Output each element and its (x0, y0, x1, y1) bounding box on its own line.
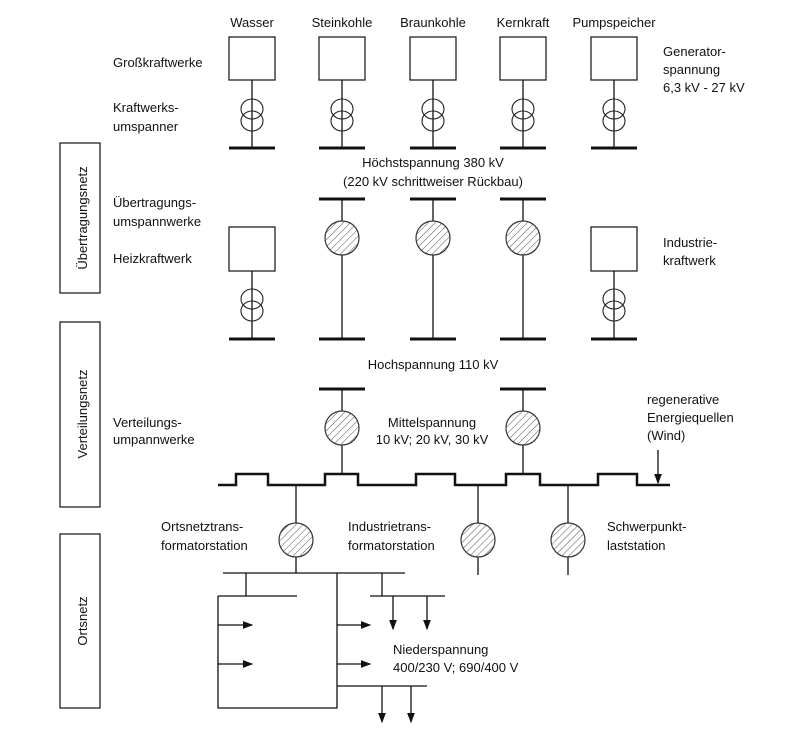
transformer-icon (330, 98, 354, 120)
power-plant-box (228, 36, 276, 81)
network-level-label: Ortsnetz (75, 596, 90, 645)
network-level-uebertragungsnetz: Übertragungsnetz (59, 142, 101, 294)
transformer-icon (511, 98, 535, 120)
substation-icon (278, 522, 314, 558)
label-kraftwerks-umspanner: umspanner (113, 119, 179, 134)
network-level-label: Übertragungsnetz (75, 166, 90, 269)
label-hochspannung: Hochspannung 110 kV (368, 357, 499, 372)
label-generatorspannung: spannung (663, 62, 720, 77)
medium-voltage-busbar (218, 472, 670, 487)
label-heizkraftwerk: Heizkraftwerk (113, 251, 192, 266)
substation-icon (505, 410, 541, 446)
label-uebertragungsumspannwerke: umspannwerke (113, 214, 201, 229)
transformer-icon (240, 288, 264, 310)
column-label-pumpspeicher: Pumpspeicher (572, 15, 656, 30)
transformer-icon (602, 288, 626, 310)
label-grosskraftwerke: Großkraftwerke (113, 55, 203, 70)
power-plant-box (318, 36, 366, 81)
column-label-steinkohle: Steinkohle (312, 15, 373, 30)
label-schwerpunktlaststation: laststation (607, 538, 666, 553)
network-level-ortsnetz: Ortsnetz (59, 533, 101, 709)
transformer-icon (421, 110, 445, 132)
substation-icon (550, 522, 586, 558)
substation-icon (460, 522, 496, 558)
label-mittelspannung: Mittelspannung (388, 415, 476, 430)
label-generatorspannung: 6,3 kV - 27 kV (663, 80, 745, 95)
label-hoechstspannung: Höchstspannung 380 kV (362, 155, 504, 170)
label-generatorspannung: Generator- (663, 44, 726, 59)
label-niederspannung: Niederspannung (393, 642, 488, 657)
substation-icon (324, 410, 360, 446)
transformer-icon (240, 98, 264, 120)
transformer-icon (240, 300, 264, 322)
transformer-icon (240, 110, 264, 132)
label-regenerative: regenerative (647, 392, 719, 407)
label-schwerpunktlaststation: Schwerpunkt- (607, 519, 686, 534)
power-plants (228, 36, 638, 150)
label-verteilungsumspannwerke: Verteilungs- (113, 415, 182, 430)
grid-elements (228, 197, 638, 575)
power-plant-box (590, 226, 638, 272)
label-hoechstspannung: (220 kV schrittweiser Rückbau) (343, 174, 523, 189)
transformer-icon (330, 110, 354, 132)
label-regenerative: Energiequellen (647, 410, 734, 425)
label-ortsnetztransformatorstation: Ortsnetztrans- (161, 519, 243, 534)
power-plant-box (499, 36, 547, 81)
transformer-icon (602, 300, 626, 322)
label-industriekraftwerk: Industrie- (663, 235, 717, 250)
substation-icon (324, 220, 360, 256)
power-plant-box (409, 36, 457, 81)
label-niederspannung: 400/230 V; 690/400 V (393, 660, 519, 675)
label-uebertragungsumspannwerke: Übertragungs- (113, 195, 196, 210)
label-ortsnetztransformatorstation: formatorstation (161, 538, 248, 553)
transformer-icon (602, 110, 626, 132)
transformer-icon (421, 98, 445, 120)
network-level-verteilungsnetz: Verteilungsnetz (59, 321, 101, 508)
column-label-wasser: Wasser (230, 15, 274, 30)
label-regenerative: (Wind) (647, 428, 685, 443)
column-label-braunkohle: Braunkohle (400, 15, 466, 30)
label-verteilungsumspannwerke: umpannwerke (113, 432, 195, 447)
low-voltage-network (217, 572, 445, 724)
label-industriekraftwerk: kraftwerk (663, 253, 716, 268)
substation-icon (415, 220, 451, 256)
power-plant-box (590, 36, 638, 81)
label-industrietransformatorstation: formatorstation (348, 538, 435, 553)
power-plant-box (228, 226, 276, 272)
column-label-kernkraft: Kernkraft (497, 15, 550, 30)
label-kraftwerks-umspanner: Kraftwerks- (113, 100, 179, 115)
label-industrietransformatorstation: Industrietrans- (348, 519, 431, 534)
network-level-label: Verteilungsnetz (75, 370, 90, 459)
label-mittelspannung: 10 kV; 20 kV, 30 kV (376, 432, 489, 447)
substation-icon (505, 220, 541, 256)
transformer-icon (511, 110, 535, 132)
transformer-icon (602, 98, 626, 120)
